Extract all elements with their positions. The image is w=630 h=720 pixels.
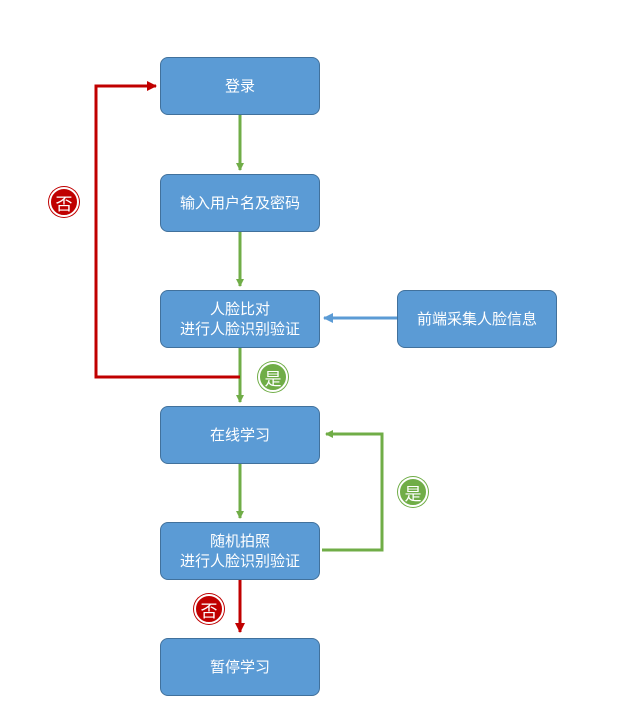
node-login: 登录 xyxy=(160,57,320,115)
badge-no-pause: 否 xyxy=(194,594,224,624)
badge-yes-face-compare-label: 是 xyxy=(264,369,282,390)
node-frontend-capture: 前端采集人脸信息 xyxy=(397,290,557,348)
badge-no-pause-label: 否 xyxy=(200,601,218,622)
node-pause-study: 暂停学习 xyxy=(160,638,320,696)
badge-no-login-loop-label: 否 xyxy=(55,194,73,215)
node-input-credentials-label: 输入用户名及密码 xyxy=(179,194,300,212)
badge-yes-study-loop-label: 是 xyxy=(404,484,422,505)
node-login-label: 登录 xyxy=(224,77,255,95)
badge-yes-study-loop: 是 xyxy=(398,477,428,507)
node-face-compare-line2: 进行人脸识别验证 xyxy=(179,320,300,338)
node-pause-study-label: 暂停学习 xyxy=(209,658,270,676)
node-online-study-label: 在线学习 xyxy=(209,426,270,444)
node-random-photo-line2: 进行人脸识别验证 xyxy=(179,552,300,570)
arrow-no-back-to-login xyxy=(94,81,240,379)
node-random-photo: 随机拍照 进行人脸识别验证 xyxy=(160,522,320,580)
node-face-compare: 人脸比对 进行人脸识别验证 xyxy=(160,290,320,348)
node-input-credentials: 输入用户名及密码 xyxy=(160,174,320,232)
node-random-photo-line1: 随机拍照 xyxy=(209,532,270,550)
badge-yes-face-compare: 是 xyxy=(258,362,288,392)
badge-no-login-loop: 否 xyxy=(49,187,79,217)
node-online-study: 在线学习 xyxy=(160,406,320,464)
arrow-yes-back-to-study xyxy=(322,430,384,552)
node-frontend-capture-label: 前端采集人脸信息 xyxy=(416,310,537,328)
node-face-compare-line1: 人脸比对 xyxy=(209,300,270,318)
